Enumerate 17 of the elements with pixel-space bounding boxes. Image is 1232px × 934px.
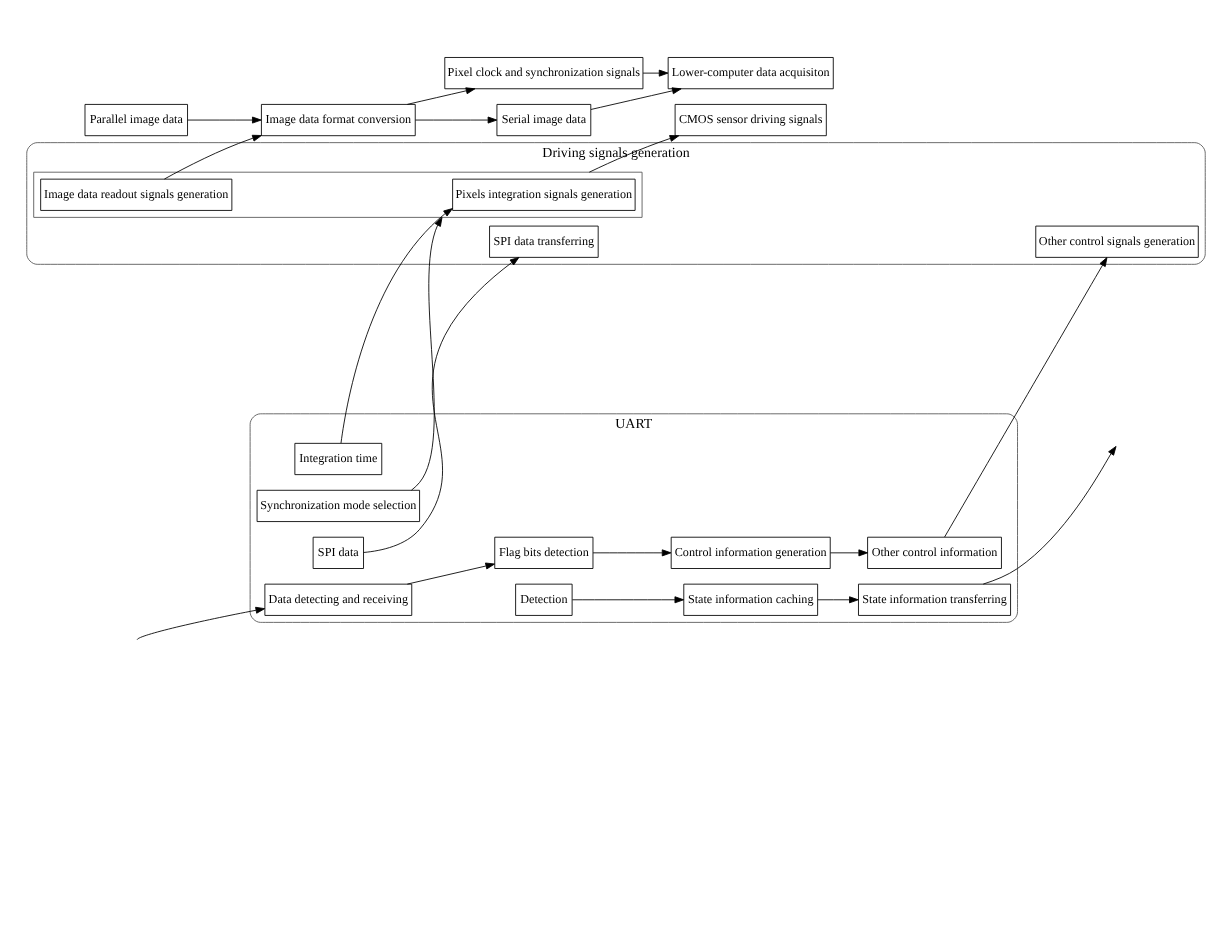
- arrow: [944, 257, 1108, 538]
- arrow: [588, 135, 680, 173]
- arrow: [340, 208, 453, 444]
- arrow: [411, 216, 443, 491]
- arrow: [642, 69, 669, 77]
- arrow: [414, 116, 498, 124]
- arrow: [406, 87, 476, 105]
- arrow: [829, 549, 868, 557]
- arrow: [363, 256, 520, 553]
- arrow: [571, 596, 685, 604]
- arrow: [592, 549, 672, 557]
- arrow: [590, 87, 682, 110]
- arrow: [406, 562, 495, 585]
- arrow: [163, 134, 262, 180]
- arrow: [136, 606, 266, 640]
- arrow: [187, 116, 262, 124]
- arrow: [817, 596, 859, 604]
